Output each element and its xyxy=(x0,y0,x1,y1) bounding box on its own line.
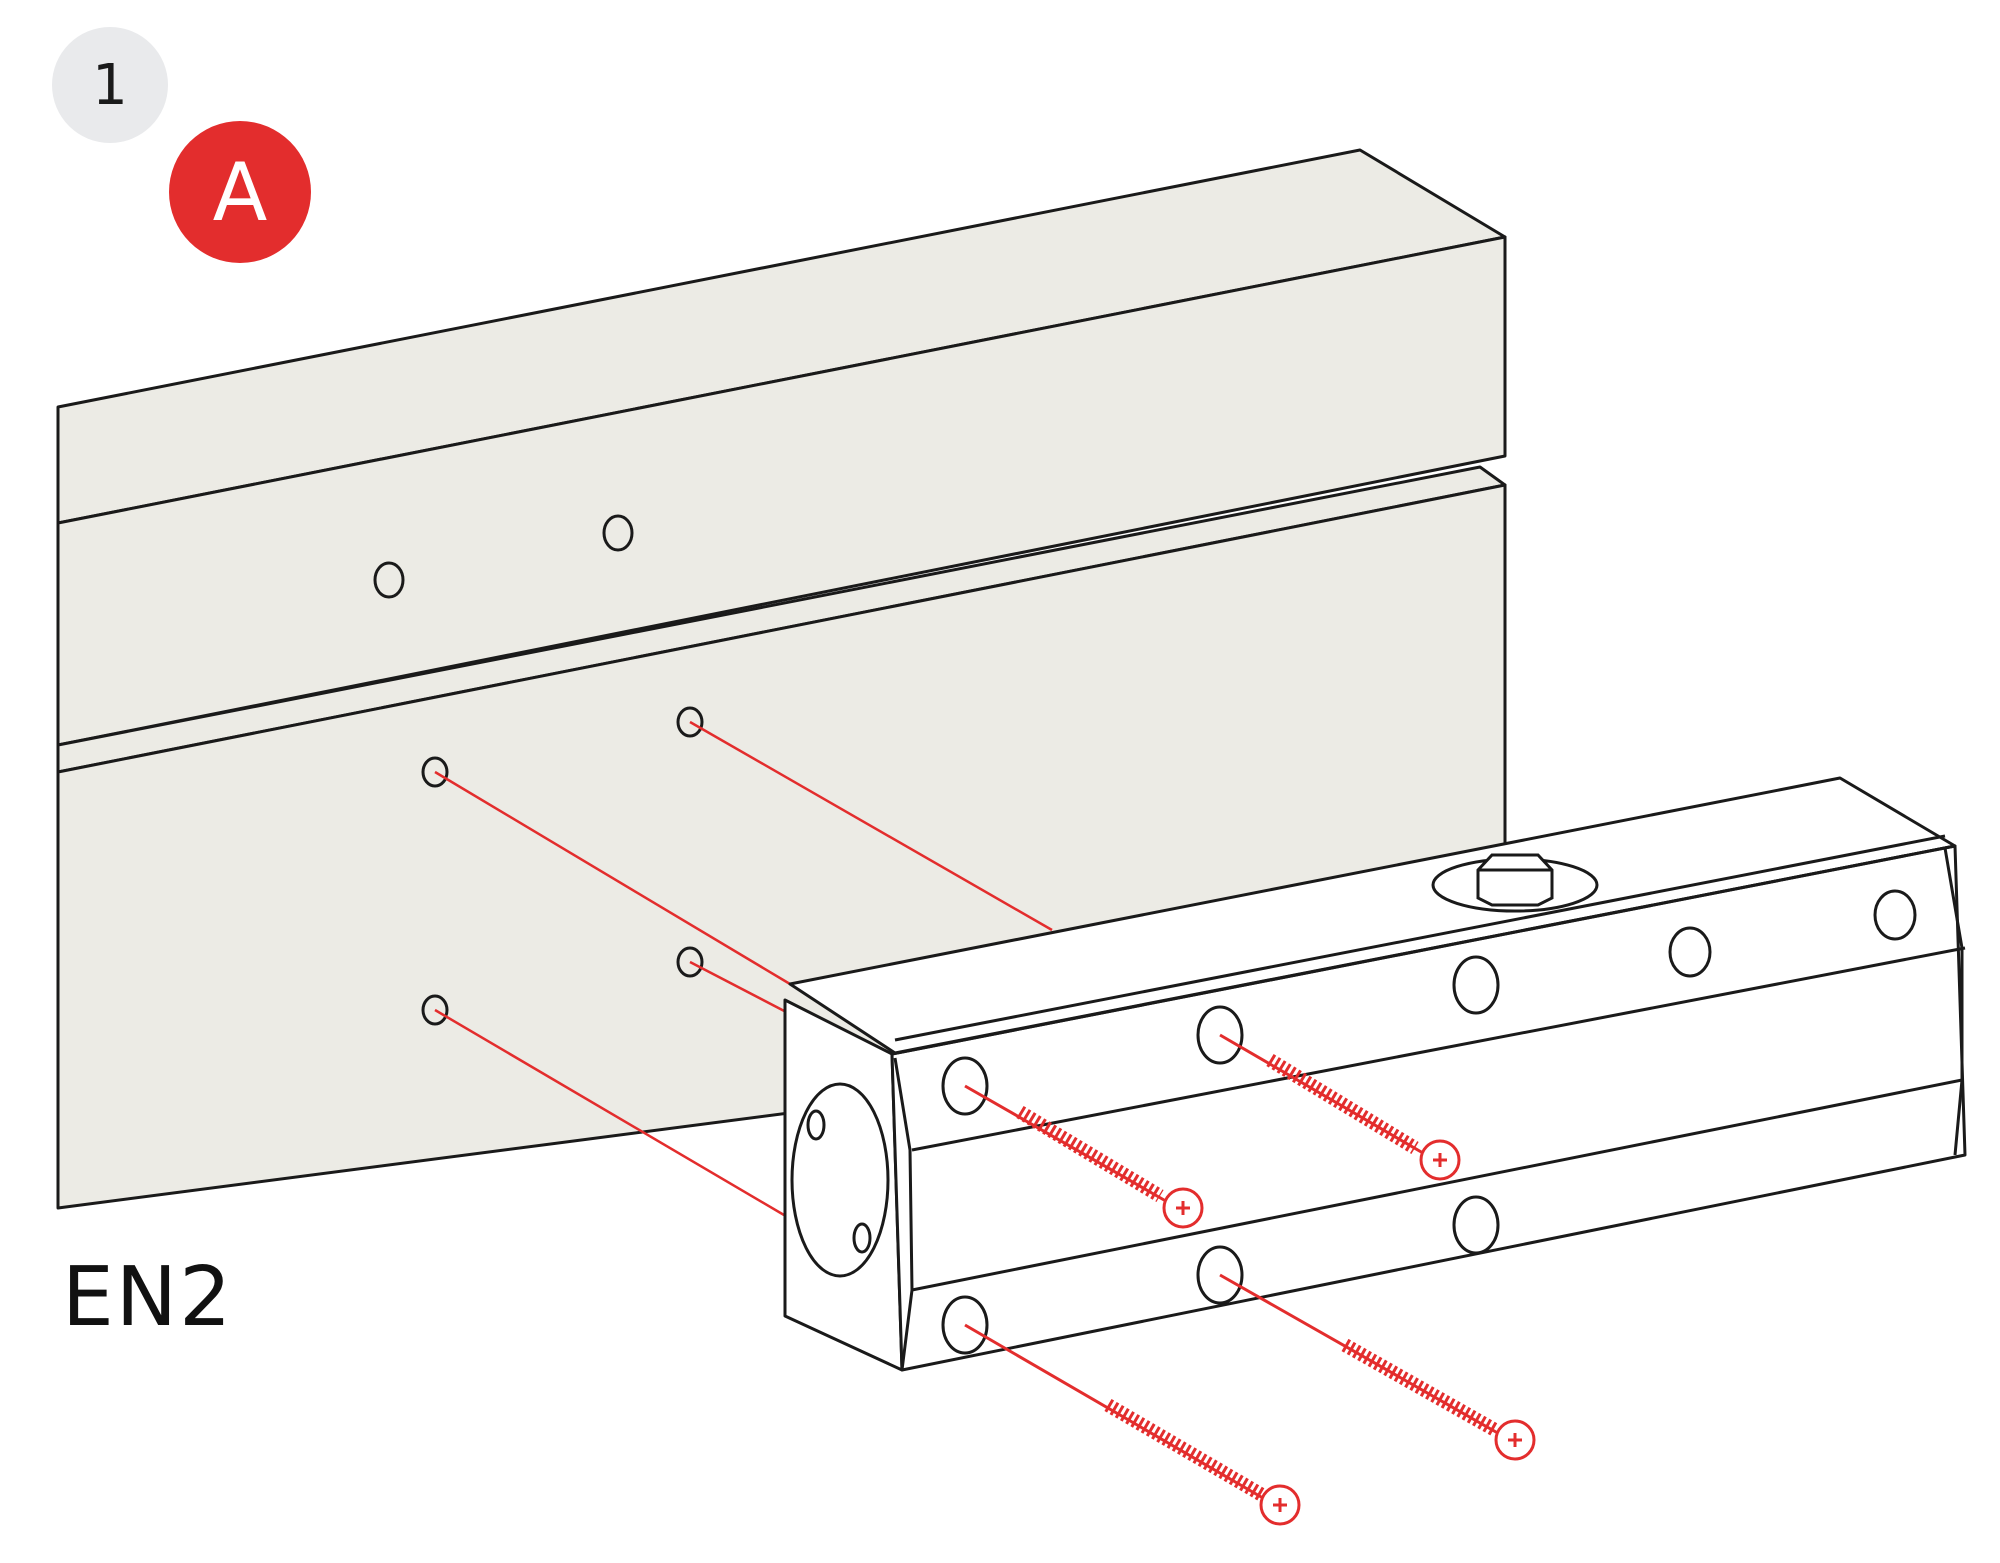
closer-end-cap xyxy=(790,1082,890,1278)
adjustment-valve-icon xyxy=(1431,853,1599,913)
screw-icon xyxy=(1219,1273,1536,1461)
guide-line xyxy=(689,960,791,1016)
door-hole xyxy=(676,706,704,738)
door-hole xyxy=(421,756,449,788)
closer-edge xyxy=(1943,847,1964,1156)
guide-line xyxy=(689,720,1053,932)
closer-holes xyxy=(941,889,1917,1355)
door-hole xyxy=(421,994,449,1026)
end-cap-screw xyxy=(852,1222,872,1254)
closer-hole xyxy=(1452,1195,1500,1255)
model-label: EN2 xyxy=(62,1250,234,1345)
guide-line xyxy=(434,770,791,986)
door-frame-icon xyxy=(56,148,1507,1210)
valve-nut xyxy=(1476,853,1554,907)
guide-lines xyxy=(434,720,1053,1217)
closer-hole xyxy=(1873,889,1917,941)
end-cap-screw xyxy=(806,1109,826,1141)
closer-edge xyxy=(893,1057,914,1371)
frame-front-face xyxy=(56,235,1507,747)
step-number-badge: 1 xyxy=(52,27,168,143)
closer-hole xyxy=(1668,926,1712,978)
part-letter: A xyxy=(212,145,268,239)
frame-hole xyxy=(602,514,634,552)
closer-hole xyxy=(1452,955,1500,1015)
screw-icon xyxy=(964,1084,1204,1229)
closer-edge xyxy=(894,834,1946,1042)
closer-edge xyxy=(911,946,1966,1152)
closer-edge xyxy=(911,1078,1963,1292)
step-number: 1 xyxy=(92,52,128,118)
door-closer-icon xyxy=(783,776,1967,1372)
closer-edge xyxy=(891,844,1956,1056)
door-hole xyxy=(676,946,704,978)
screw-icon xyxy=(964,1323,1301,1526)
screws xyxy=(964,1033,1536,1526)
screw-icon xyxy=(1219,1033,1461,1181)
guide-line xyxy=(434,1008,785,1217)
part-letter-badge: A xyxy=(169,121,311,263)
frame-hole xyxy=(373,561,405,599)
